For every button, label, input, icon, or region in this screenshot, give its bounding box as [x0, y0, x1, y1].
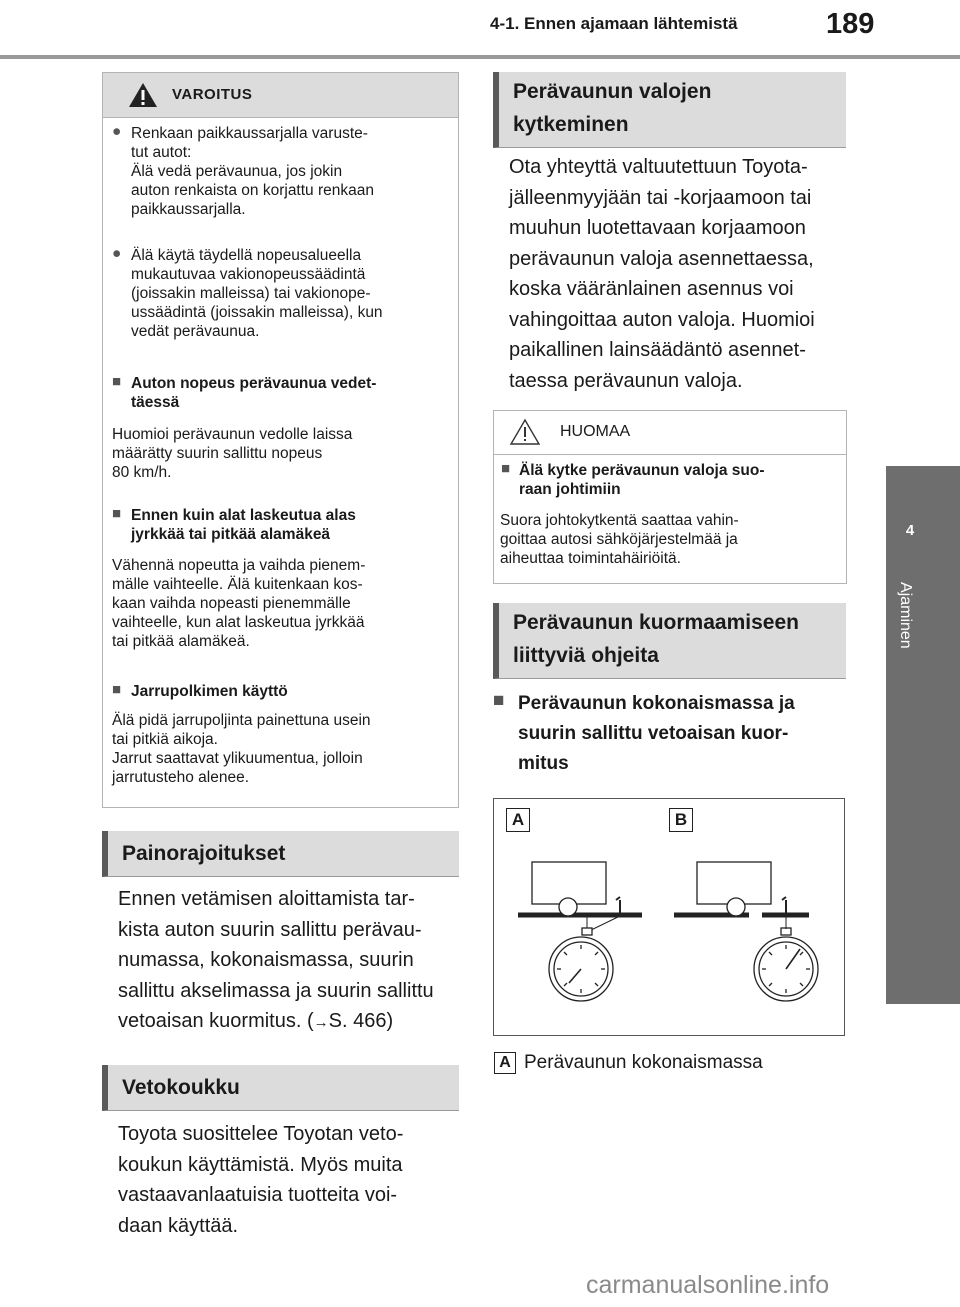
scale-gauge-icon — [753, 916, 819, 1002]
notice-header-rule — [494, 454, 846, 455]
warning-item-text: Vähennä nopeutta ja vaihda pienem-mälle … — [112, 557, 366, 650]
figure-label-a: A — [506, 808, 530, 832]
caption-text: Perävaunun kokonaismassa — [524, 1052, 763, 1073]
section-header-painorajoitukset: Painorajoitukset — [102, 831, 459, 877]
page-reference-link[interactable]: S. 466) — [328, 1010, 394, 1032]
notice-heading: Älä kytke perävaunun valoja suo-raan joh… — [519, 462, 765, 498]
square-bullet-icon: ■ — [501, 460, 511, 477]
arrow-icon: → — [313, 1014, 329, 1031]
page-number: 189 — [826, 8, 875, 40]
warning-header — [103, 73, 458, 117]
running-header: 4-1. Ennen ajamaan lähtemistä — [490, 14, 738, 33]
watermark: carmanualsonline.info — [586, 1271, 830, 1299]
square-bullet-icon: ■ — [112, 681, 122, 698]
warning-bullet-1: Renkaan paikkaussarjalla varuste-tut aut… — [131, 125, 374, 218]
notice-title: HUOMAA — [560, 423, 631, 440]
chapter-number: 4 — [905, 522, 915, 539]
chapter-tab — [886, 466, 960, 1004]
warning-item-heading: Auton nopeus perävaunua vedet-täessä — [131, 375, 377, 411]
section-header-vetokoukku: Vetokoukku — [102, 1065, 459, 1111]
vetokoukku-text: Toyota suosittelee Toyotan veto- koukun … — [118, 1123, 404, 1237]
warning-box — [102, 72, 459, 808]
figure-label-b: B — [669, 808, 693, 832]
bullet-icon: ● — [112, 245, 122, 262]
header-rule — [0, 55, 960, 59]
warning-header-rule — [103, 117, 458, 118]
square-bullet-icon: ■ — [493, 690, 505, 711]
notice-text: Suora johtokytkentä saattaa vahin-goitta… — [500, 512, 739, 567]
warning-title: VAROITUS — [172, 86, 253, 103]
trailer-scale-diagram — [518, 861, 819, 1002]
trailer-wheel-icon — [558, 897, 578, 917]
painorajoitukset-text: Ennen vetämisen aloittamista tar- kista … — [118, 888, 434, 1032]
warning-triangle-icon — [129, 83, 157, 107]
trailer-body-icon — [531, 861, 607, 905]
square-bullet-icon: ■ — [112, 505, 122, 522]
bullet-icon: ● — [112, 123, 122, 140]
valot-text: Ota yhteyttä valtuutettuun Toyota- jälle… — [509, 156, 815, 392]
caption-label-a: A — [494, 1052, 516, 1074]
trailer-mass-figure — [493, 798, 845, 1036]
scale-gauge-icon — [548, 927, 614, 1002]
warning-item-heading: Jarrupolkimen käyttö — [131, 683, 288, 700]
square-bullet-icon: ■ — [112, 373, 122, 390]
caution-triangle-icon — [509, 418, 541, 445]
trailer-wheel-icon — [726, 897, 746, 917]
notice-box — [493, 410, 847, 584]
chapter-label: Ajaminen — [897, 582, 914, 649]
